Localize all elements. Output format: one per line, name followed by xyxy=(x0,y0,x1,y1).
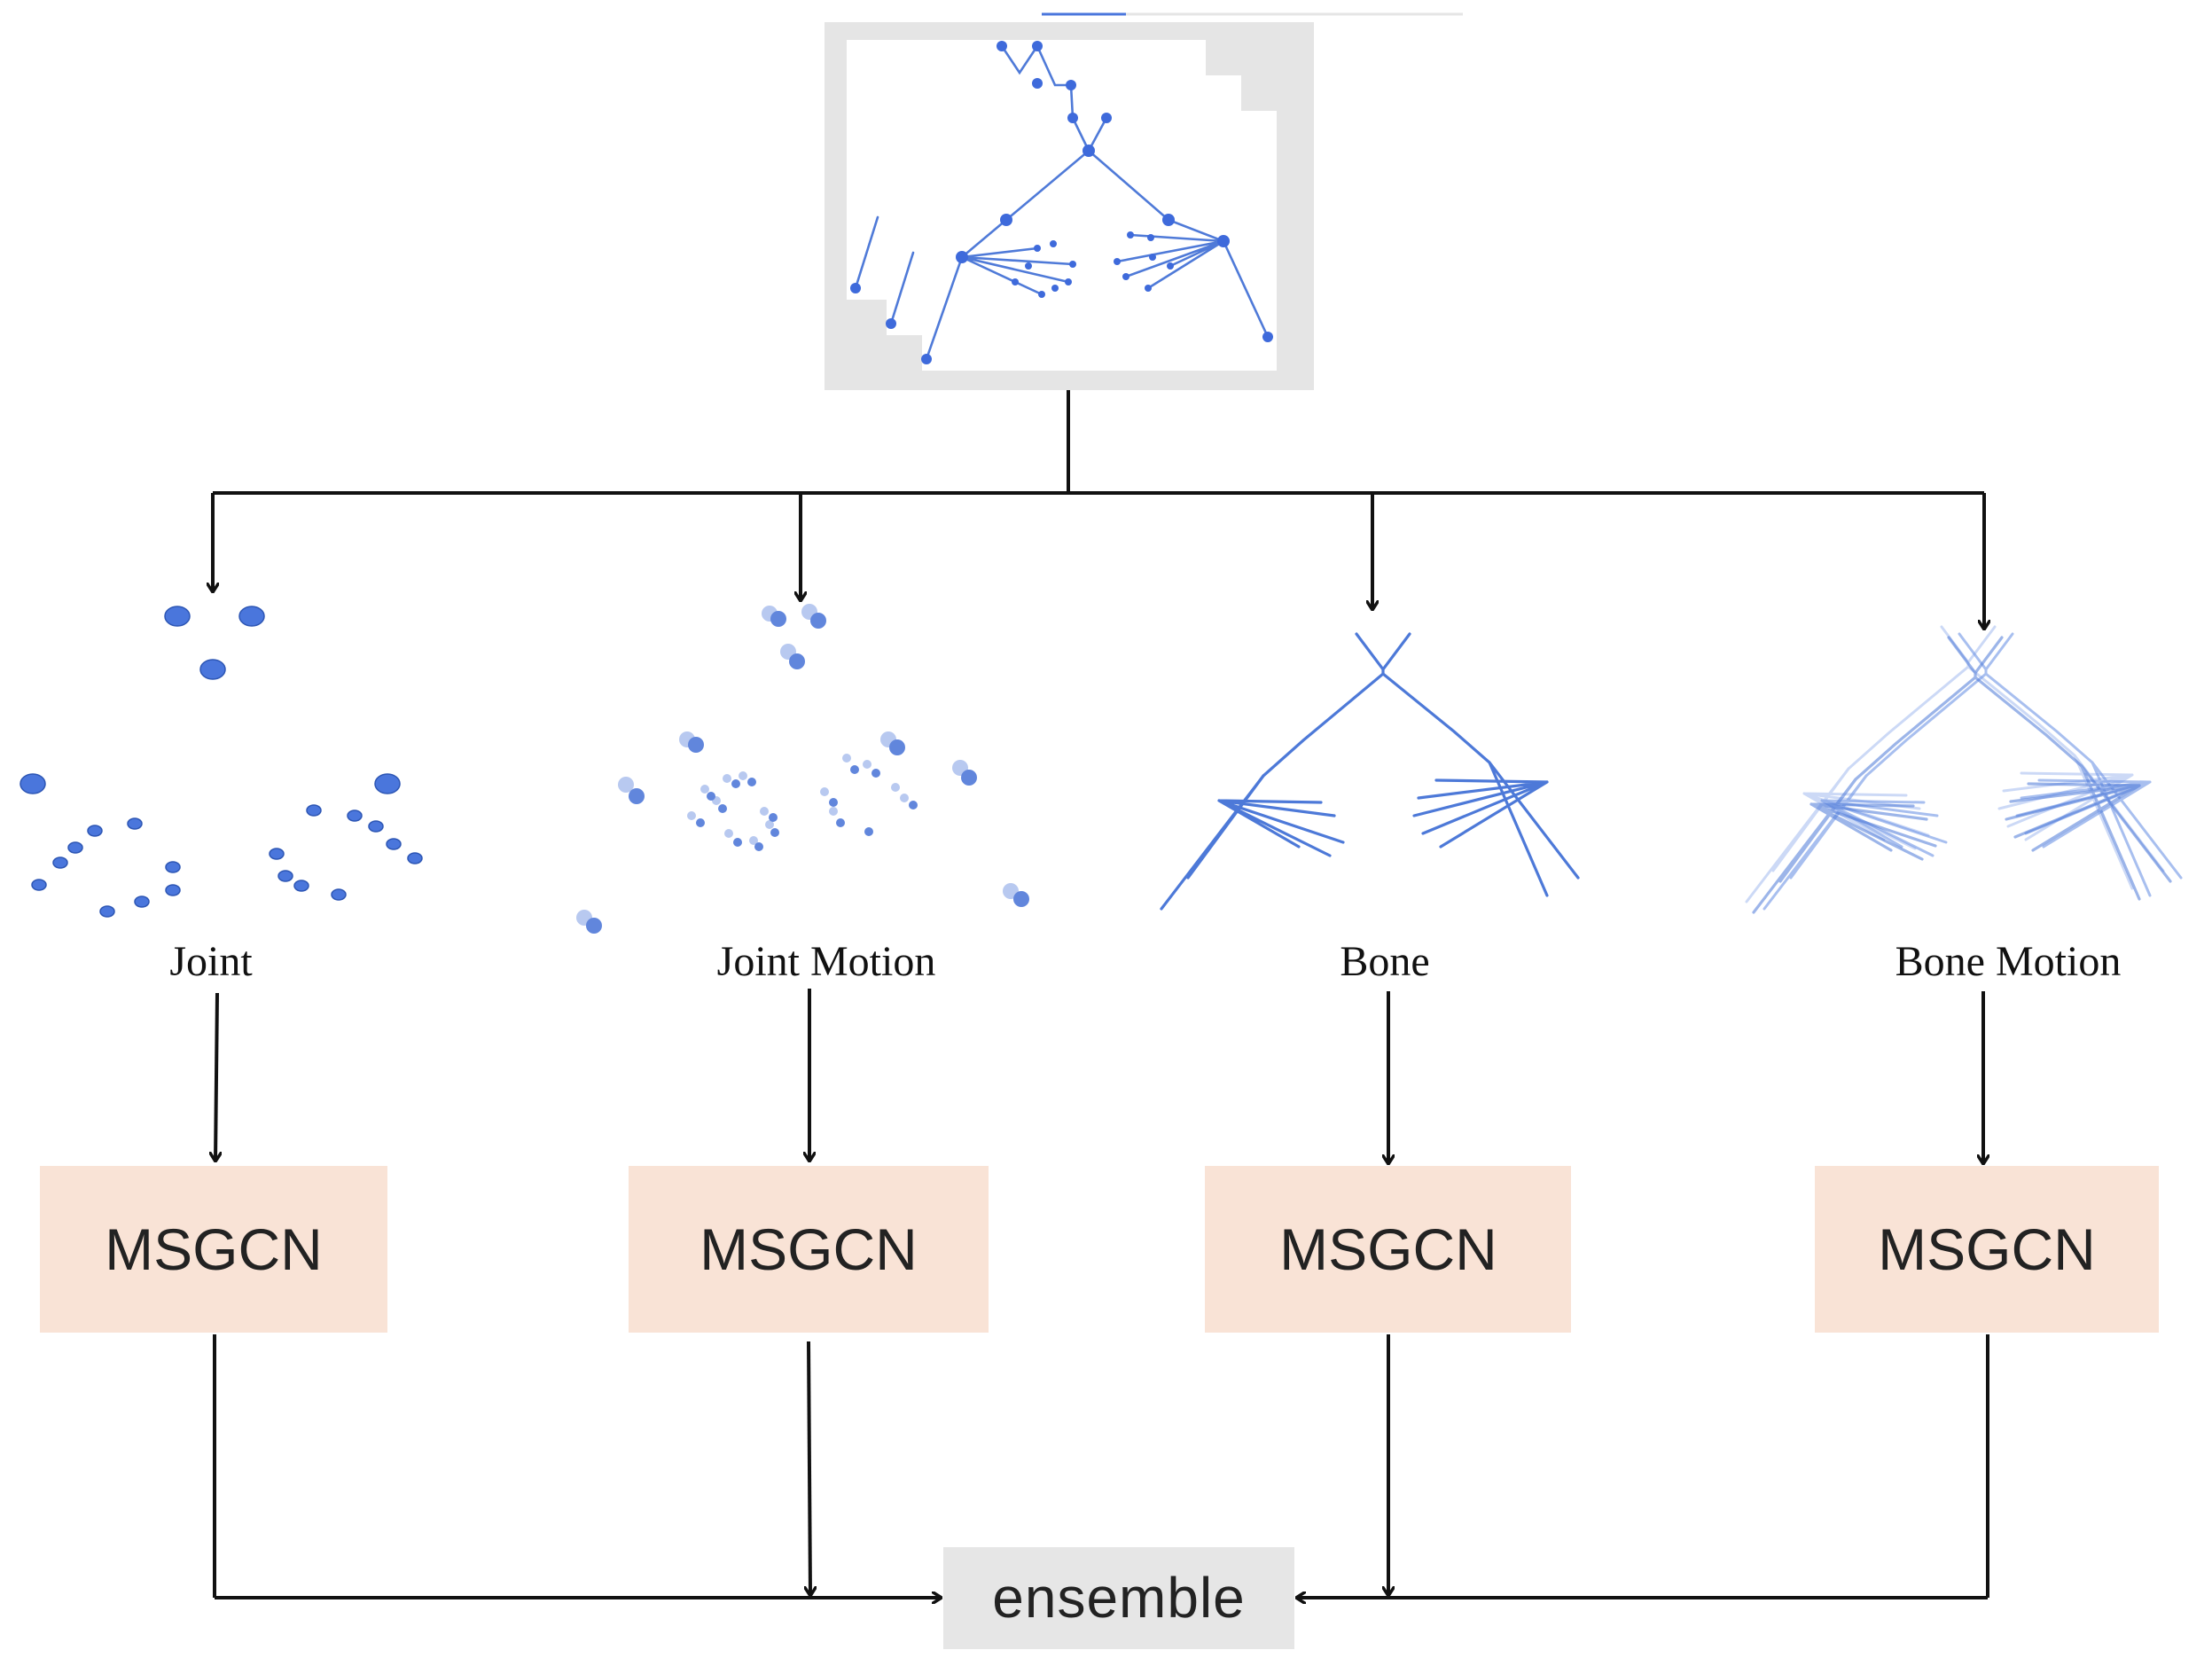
msgcn-module-joint: MSGCN xyxy=(40,1166,387,1333)
input-skeleton-frame xyxy=(825,12,1463,390)
msgcn-module-bone: MSGCN xyxy=(1205,1166,1571,1333)
joint-stream-icon xyxy=(20,606,423,918)
input-skeleton-icon xyxy=(850,41,1273,364)
stream-label-bone: Bone xyxy=(1340,938,1429,985)
ensemble-box: ensemble xyxy=(943,1547,1294,1649)
msgcn-label: MSGCN xyxy=(1878,1216,2096,1282)
joint-motion-stream-icon xyxy=(576,604,1029,934)
msgcn-module-bone-motion: MSGCN xyxy=(1815,1166,2159,1333)
msgcn-label: MSGCN xyxy=(105,1216,323,1282)
stream-label-joint-motion: Joint Motion xyxy=(717,938,936,985)
stream-label-bone-motion: Bone Motion xyxy=(1895,938,2122,985)
stream-label-joint: Joint xyxy=(169,938,253,985)
split-connectors xyxy=(213,390,1984,630)
bone-stream-icon xyxy=(1160,632,1580,911)
ensemble-label: ensemble xyxy=(992,1566,1246,1630)
msgcn-module-joint-motion: MSGCN xyxy=(629,1166,989,1333)
msgcn-label: MSGCN xyxy=(1279,1216,1497,1282)
bone-motion-stream-icon xyxy=(1745,625,2183,914)
module-to-ensemble-connectors xyxy=(213,1334,1989,1598)
stream-to-module-arrows xyxy=(215,989,1983,1164)
msgcn-label: MSGCN xyxy=(700,1216,918,1282)
